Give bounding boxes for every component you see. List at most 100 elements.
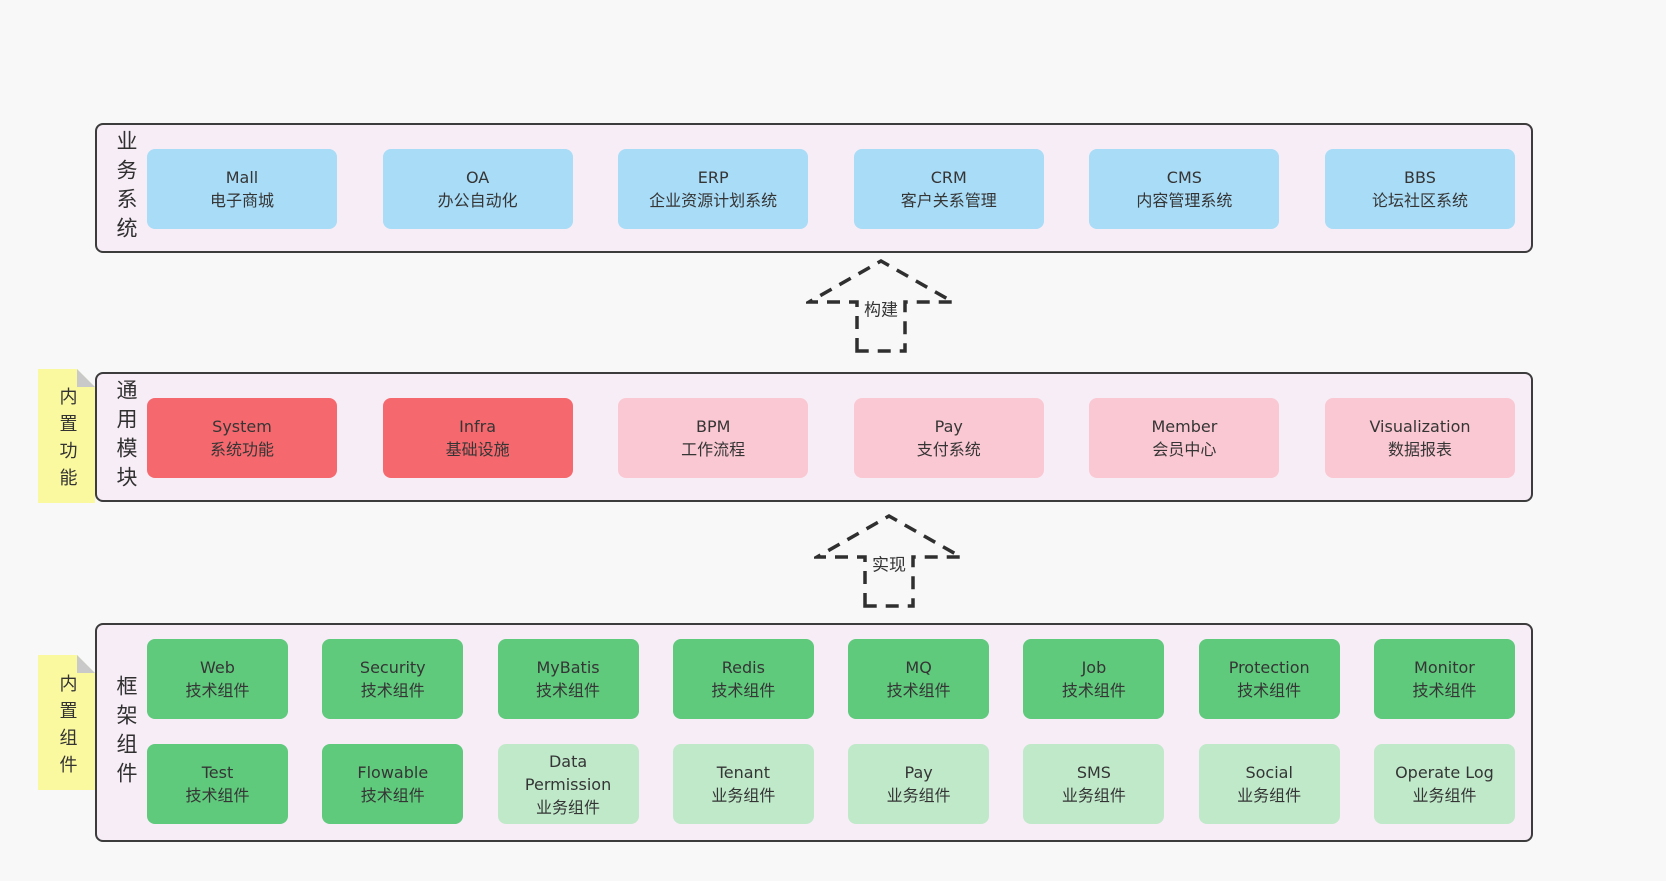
framework-box-flowable: Flowable 技术组件 xyxy=(322,744,464,824)
section-business-systems: 业务系统 Mall 电子商城 OA 办公自动化 ERP 企业资源计划系统 CRM… xyxy=(95,123,1533,253)
arrow-label: 实现 xyxy=(869,548,909,578)
box-name: Redis xyxy=(721,658,765,677)
box-desc: 业务组件 xyxy=(886,786,951,805)
box-desc: 技术组件 xyxy=(1412,681,1477,700)
framework-box-monitor: Monitor 技术组件 xyxy=(1373,639,1515,719)
module-box-pay: Pay 支付系统 xyxy=(853,398,1044,478)
framework-box-tenant: Tenant 业务组件 xyxy=(672,744,814,824)
box-name: MyBatis xyxy=(536,658,600,677)
module-box-infra: Infra 基础设施 xyxy=(382,398,573,478)
box-name: ERP xyxy=(697,168,729,187)
framework-box-operate-log: Operate Log 业务组件 xyxy=(1373,744,1515,824)
box-name: Monitor xyxy=(1414,658,1475,677)
box-name: Operate Log xyxy=(1395,763,1494,782)
box-name: Social xyxy=(1245,763,1293,782)
box-desc: 论坛社区系统 xyxy=(1371,191,1468,210)
section-title: 框架组件 xyxy=(114,674,138,791)
sticky-note-builtin-features: 内置功能 xyxy=(38,369,95,503)
box-desc: 基础设施 xyxy=(445,440,510,459)
box-name: SMS xyxy=(1076,763,1111,782)
framework-box-data-permission: Data Permission 业务组件 xyxy=(497,744,639,824)
section-title: 业务系统 xyxy=(114,130,138,246)
business-box-crm: CRM 客户关系管理 xyxy=(853,149,1044,229)
box-name: Test xyxy=(201,763,234,782)
box-desc: 技术组件 xyxy=(360,681,425,700)
box-name: Pay xyxy=(934,417,963,436)
arrow-label: 构建 xyxy=(861,293,901,323)
box-name: Job xyxy=(1081,658,1107,677)
framework-box-mybatis: MyBatis 技术组件 xyxy=(497,639,639,719)
box-desc: 内容管理系统 xyxy=(1136,191,1233,210)
business-box-oa: OA 办公自动化 xyxy=(382,149,573,229)
sticky-note-shape-icon xyxy=(38,369,95,503)
box-desc: 客户关系管理 xyxy=(900,191,997,210)
business-box-cms: CMS 内容管理系统 xyxy=(1089,149,1280,229)
module-box-visualization: Visualization 数据报表 xyxy=(1324,398,1515,478)
business-box-mall: Mall 电子商城 xyxy=(147,149,337,229)
section-title: 通用模块 xyxy=(114,379,138,495)
box-desc: 会员中心 xyxy=(1152,440,1217,459)
box-desc: 技术组件 xyxy=(711,681,776,700)
box-desc: 电子商城 xyxy=(209,191,274,210)
box-desc: 工作流程 xyxy=(681,440,746,459)
box-desc: 业务组件 xyxy=(536,797,601,817)
box-name: System xyxy=(212,417,272,436)
framework-box-test: Test 技术组件 xyxy=(147,744,288,824)
box-desc: 技术组件 xyxy=(185,681,250,700)
box-desc: 技术组件 xyxy=(886,681,951,700)
sticky-fold-icon xyxy=(77,655,95,673)
sticky-note-builtin-components: 内置组件 xyxy=(38,655,95,790)
module-box-system: System 系统功能 xyxy=(147,398,337,478)
box-name: CRM xyxy=(930,168,967,187)
framework-box-sms: SMS 业务组件 xyxy=(1023,744,1165,824)
business-box-bbs: BBS 论坛社区系统 xyxy=(1324,149,1515,229)
framework-box-social: Social 业务组件 xyxy=(1198,744,1340,824)
box-name: BBS xyxy=(1404,168,1436,187)
framework-box-security: Security 技术组件 xyxy=(322,639,464,719)
box-name: Pay xyxy=(904,763,933,782)
business-box-row: Mall 电子商城 OA 办公自动化 ERP 企业资源计划系统 CRM 客户关系… xyxy=(147,149,1515,229)
box-name: OA xyxy=(465,168,490,187)
sticky-note-shape-icon xyxy=(38,655,95,790)
framework-box-web: Web 技术组件 xyxy=(147,639,288,719)
business-box-erp: ERP 企业资源计划系统 xyxy=(618,149,809,229)
arrow-build: 构建 xyxy=(806,258,956,354)
box-name: CMS xyxy=(1166,168,1202,187)
sticky-label: 内置功能 xyxy=(56,387,78,496)
box-name: Visualization xyxy=(1369,417,1471,436)
framework-box-row-1: Web 技术组件 Security 技术组件 MyBatis 技术组件 Redi… xyxy=(147,639,1515,719)
framework-box-pay: Pay 业务组件 xyxy=(848,744,990,824)
box-desc: 技术组件 xyxy=(536,681,601,700)
box-name: BPM xyxy=(695,417,731,436)
box-name: Security xyxy=(359,658,426,677)
sticky-fold-icon xyxy=(77,369,95,387)
box-desc: 系统功能 xyxy=(209,440,274,459)
box-desc: 业务组件 xyxy=(1412,786,1477,805)
box-name: Infra xyxy=(459,417,497,436)
modules-box-row: System 系统功能 Infra 基础设施 BPM 工作流程 Pay 支付系统… xyxy=(147,398,1515,478)
box-name: Flowable xyxy=(357,763,429,782)
section-common-modules: 通用模块 System 系统功能 Infra 基础设施 BPM 工作流程 Pay… xyxy=(95,372,1533,502)
box-desc: 业务组件 xyxy=(711,786,776,805)
framework-box-mq: MQ 技术组件 xyxy=(848,639,990,719)
sticky-label: 内置组件 xyxy=(56,673,78,782)
framework-box-row-2: Test 技术组件 Flowable 技术组件 Data Permission … xyxy=(147,744,1515,824)
box-desc: 技术组件 xyxy=(185,786,250,805)
box-desc: 业务组件 xyxy=(1237,786,1302,805)
box-name: Data Permission xyxy=(524,751,612,794)
box-desc: 业务组件 xyxy=(1061,786,1126,805)
framework-box-job: Job 技术组件 xyxy=(1023,639,1165,719)
box-desc: 企业资源计划系统 xyxy=(649,191,778,210)
box-name: Protection xyxy=(1228,658,1310,677)
section-framework-components: 框架组件 Web 技术组件 Security 技术组件 MyBatis 技术组件… xyxy=(95,623,1533,842)
module-box-member: Member 会员中心 xyxy=(1089,398,1280,478)
box-desc: 技术组件 xyxy=(1237,681,1302,700)
module-box-bpm: BPM 工作流程 xyxy=(618,398,809,478)
box-name: Web xyxy=(200,658,235,677)
box-name: Tenant xyxy=(716,763,770,782)
framework-box-protection: Protection 技术组件 xyxy=(1198,639,1340,719)
box-desc: 办公自动化 xyxy=(437,191,518,210)
box-name: Member xyxy=(1151,417,1218,436)
arrow-implement: 实现 xyxy=(814,513,964,609)
box-name: MQ xyxy=(905,658,932,677)
